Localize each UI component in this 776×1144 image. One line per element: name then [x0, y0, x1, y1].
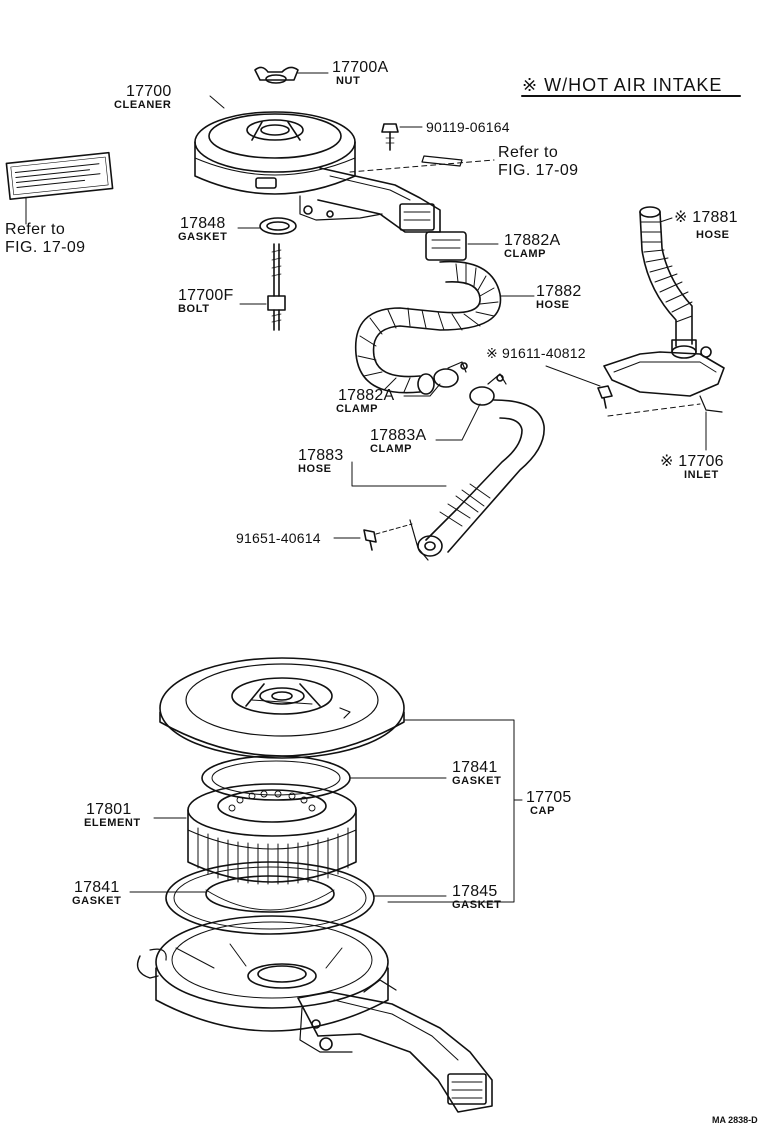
hot-air-mark: ※ [486, 345, 498, 361]
part-number-cap: 17705 [526, 789, 572, 806]
part-number-bolt-b: ※ 91611-40812 [486, 346, 586, 360]
part-number-hose-c: 17883 [298, 447, 344, 464]
part-number-gasket-lower: 17841 [74, 879, 120, 896]
part-number-bolt-c: 91651-40614 [236, 530, 321, 546]
part-name-clamp-b: CLAMP [336, 403, 379, 415]
cap-icon [159, 657, 405, 759]
cleaner-case-icon [136, 915, 493, 1113]
refer-fig-left: FIG. 17-09 [5, 239, 86, 256]
part-name-inlet: INLET [684, 469, 719, 481]
part-number-cleaner: 17700 [126, 83, 172, 100]
stud-bolt-icon [239, 243, 286, 331]
hot-air-note: ※ W/HOT AIR INTAKE [522, 75, 723, 95]
part-number-gasket-upper: 17841 [452, 759, 498, 776]
cap-bracket [387, 719, 523, 903]
refer-label-left: Refer to [5, 221, 66, 238]
shim-icon [349, 155, 495, 173]
clamp-ring-icon [435, 373, 507, 441]
part-number-clamp-b: 17882A [338, 387, 395, 404]
part-name-nut: NUT [336, 75, 361, 87]
part-name-gasket-lower: GASKET [72, 895, 122, 907]
part-name-clamp-a: CLAMP [504, 248, 547, 260]
part-name-hose-a: HOSE [696, 229, 730, 241]
bolt-icon [545, 365, 613, 409]
part-number-inlet-value: 17706 [678, 453, 724, 470]
refer-fig-right: FIG. 17-09 [498, 162, 579, 179]
refer-label-right: Refer to [498, 144, 559, 161]
part-number-inlet: ※ 17706 [660, 454, 724, 470]
part-number-element: 17801 [86, 801, 132, 818]
part-number-nut: 17700A [332, 59, 389, 76]
gasket-ring-icon [237, 217, 297, 235]
part-name-gasket-upper: GASKET [452, 775, 502, 787]
part-number-bolt-a: 90119-06164 [426, 119, 510, 135]
part-name-cleaner: CLEANER [114, 99, 172, 111]
part-name-gasket-base: GASKET [452, 899, 502, 911]
part-name-hose-c: HOSE [298, 463, 332, 475]
wing-nut-icon [254, 66, 329, 84]
hot-air-hose-icon [639, 206, 693, 347]
part-number-clamp-c: 17883A [370, 427, 427, 444]
hot-air-mark: ※ [674, 209, 688, 226]
part-number-gasket-top: 17848 [180, 215, 226, 232]
part-name-gasket-top: GASKET [178, 231, 228, 243]
part-number-bolt-b-value: 91611-40812 [502, 345, 586, 361]
filter-element-icon [153, 783, 357, 885]
part-name-element: ELEMENT [84, 817, 141, 829]
part-number-hose-a-value: 17881 [692, 209, 738, 226]
part-name-hose-b: HOSE [536, 299, 570, 311]
clamp-icon [425, 231, 499, 261]
hose-icon [351, 399, 545, 561]
part-name-bolt-f: BOLT [178, 303, 210, 315]
part-name-cap: CAP [530, 805, 556, 817]
hot-air-inlet-icon [603, 339, 725, 451]
drawing-code: MA 2838-D [712, 1115, 758, 1125]
gasket-ring-icon [201, 755, 447, 801]
part-number-clamp-a: 17882A [504, 232, 561, 249]
corrugated-hose-icon [354, 260, 535, 395]
part-number-gasket-base: 17845 [452, 883, 498, 900]
bolt-icon [381, 123, 423, 151]
hose-clamp-icon [403, 361, 468, 397]
part-name-clamp-c: CLAMP [370, 443, 413, 455]
part-number-hose-b: 17882 [536, 283, 582, 300]
hot-air-mark: ※ [660, 453, 674, 470]
part-number-hose-a: ※ 17881 [674, 210, 738, 226]
bolt-icon [333, 523, 413, 551]
label-sticker-icon [5, 151, 114, 225]
part-number-bolt-f: 17700F [178, 287, 234, 304]
air-cleaner-icon [194, 95, 441, 233]
gasket-ring-icon [129, 861, 447, 935]
